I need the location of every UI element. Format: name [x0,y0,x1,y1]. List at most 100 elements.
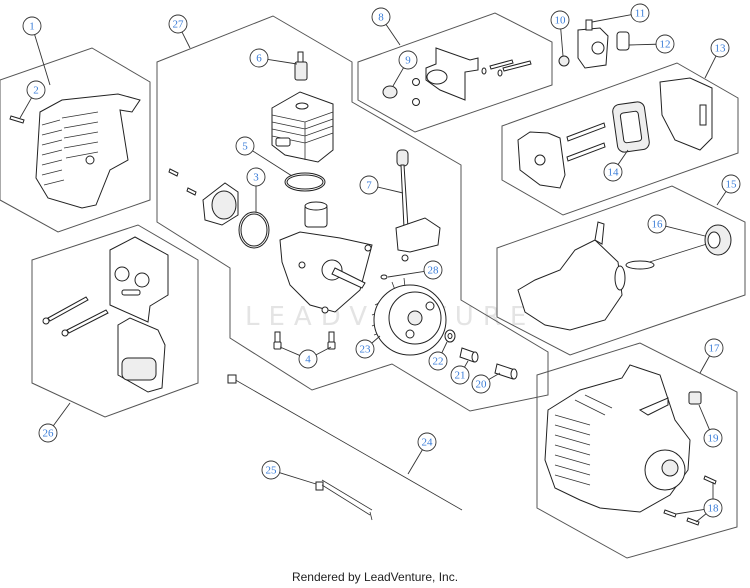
o-ring-part-5 [284,172,326,192]
callout-circle[interactable] [630,3,650,23]
callout-number[interactable]: 19 [708,433,720,445]
leader-line [377,186,404,194]
callout-circle[interactable] [704,338,724,358]
callout-circle[interactable] [246,167,266,187]
air-filter-base-part [517,131,566,189]
callout-17[interactable]: 17 [699,338,724,374]
callout-9[interactable]: 9 [392,50,418,87]
callout-number[interactable]: 6 [256,53,262,65]
callout-number[interactable]: 4 [305,354,311,366]
callout-number[interactable]: 20 [476,379,488,391]
callout-4[interactable]: 4 [279,346,332,369]
callout-19[interactable]: 19 [698,404,723,448]
callout-18[interactable]: 18 [675,482,723,523]
callout-circle[interactable] [371,7,391,27]
leader-line [488,372,501,380]
leader-line [52,402,71,427]
callout-circle[interactable] [550,10,570,30]
callout-13[interactable]: 13 [704,38,730,79]
callout-number[interactable]: 15 [726,179,738,191]
callout-number[interactable]: 17 [709,343,721,355]
callout-number[interactable]: 16 [652,219,664,231]
callout-number[interactable]: 28 [428,265,440,277]
callout-number[interactable]: 21 [455,370,466,382]
callout-22[interactable]: 22 [428,341,448,371]
callout-number[interactable]: 26 [43,428,55,440]
callout-circle[interactable] [38,423,58,443]
leader-line [392,67,404,87]
callout-26[interactable]: 26 [38,402,71,443]
callout-5[interactable]: 5 [235,136,293,177]
leader-line [371,335,381,344]
callout-number[interactable]: 10 [555,15,567,27]
callout-circle[interactable] [298,349,318,369]
callout-number[interactable]: 1 [29,21,35,33]
callout-number[interactable]: 14 [608,167,620,179]
callout-2[interactable]: 2 [19,80,46,119]
callout-circle[interactable] [249,48,269,68]
callout-11[interactable]: 11 [591,3,650,23]
callout-10[interactable]: 10 [550,10,570,57]
callout-circle[interactable] [721,174,741,194]
callout-circle[interactable] [261,460,281,480]
callout-21[interactable]: 21 [450,360,470,385]
callout-23[interactable]: 23 [355,335,381,359]
callout-12[interactable]: 12 [628,34,675,54]
crankcase-part [279,201,373,314]
callout-15[interactable]: 15 [716,174,741,206]
callout-number[interactable]: 3 [253,172,259,184]
callout-circle[interactable] [359,175,379,195]
callout-27[interactable]: 27 [168,14,191,49]
callout-1[interactable]: 1 [22,16,51,86]
callout-28[interactable]: 28 [387,260,443,280]
callout-circle[interactable] [655,34,675,54]
callout-14[interactable]: 14 [603,149,629,182]
callout-circle[interactable] [398,50,418,70]
callout-20[interactable]: 20 [471,372,501,394]
callout-7[interactable]: 7 [359,175,404,195]
callout-number[interactable]: 11 [635,8,646,20]
callout-number[interactable]: 18 [708,503,720,515]
callout-circle[interactable] [22,16,42,36]
callout-number[interactable]: 5 [242,141,248,153]
callout-number[interactable]: 13 [715,43,727,55]
callout-number[interactable]: 9 [405,55,411,67]
o-ring-part-3 [238,211,270,249]
callout-24[interactable]: 24 [407,432,437,475]
callout-3[interactable]: 3 [246,167,266,212]
callout-circle[interactable] [710,38,730,58]
callout-circle[interactable] [355,339,375,359]
callout-circle[interactable] [26,80,46,100]
callout-circle[interactable] [235,136,255,156]
leader-line [695,513,707,523]
callout-number[interactable]: 25 [266,465,278,477]
callout-6[interactable]: 6 [249,48,298,68]
callout-number[interactable]: 7 [366,180,372,192]
callout-circle[interactable] [471,374,491,394]
callout-16[interactable]: 16 [647,214,706,237]
callout-25[interactable]: 25 [261,460,317,485]
leader-line [560,28,564,57]
callout-8[interactable]: 8 [371,7,401,46]
callout-number[interactable]: 8 [378,12,384,24]
callout-circle[interactable] [428,351,448,371]
callout-circle[interactable] [168,14,188,34]
callout-circle[interactable] [423,260,443,280]
callout-number[interactable]: 22 [433,356,444,368]
callout-circle[interactable] [703,428,723,448]
callout-number[interactable]: 2 [33,85,39,97]
leader-line [628,43,657,46]
callout-circle[interactable] [450,365,470,385]
callout-circle[interactable] [703,498,723,518]
callout-circle[interactable] [417,432,437,452]
intake-bracket-part [425,47,479,101]
group-outline-17 [536,342,738,559]
callout-circle[interactable] [603,162,623,182]
screw-parts-small [168,168,197,196]
callout-circle[interactable] [647,214,667,234]
callout-number[interactable]: 23 [360,344,372,356]
callout-number[interactable]: 27 [173,19,185,31]
callout-number[interactable]: 24 [422,437,434,449]
callout-number[interactable]: 12 [660,39,671,51]
